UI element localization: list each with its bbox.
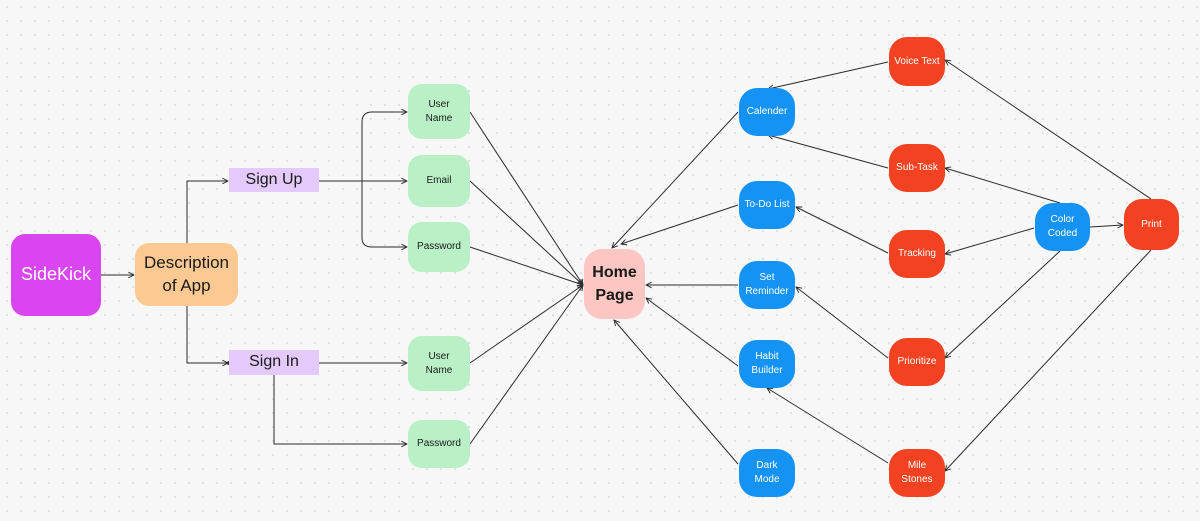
signup-label: Sign Up [245, 170, 303, 188]
edge-colorcoded-subtask [945, 168, 1061, 204]
signup-password-node[interactable]: Password [408, 222, 470, 272]
dark-mode-node[interactable]: Dark Mode [739, 449, 795, 497]
edge-si-username-home [469, 285, 583, 364]
todo-list-node[interactable]: To-Do List [739, 181, 795, 229]
calender-node[interactable]: Calender [739, 88, 795, 136]
edge-print-milestones [945, 249, 1152, 471]
edge-description-signin [186, 306, 228, 363]
edge-voice-calender [768, 61, 889, 89]
edge-signin-password [273, 375, 407, 444]
signup-username-node[interactable]: User Name [408, 84, 470, 139]
edge-milestones-habit [767, 388, 889, 464]
voice-text-label: Voice Text [894, 55, 940, 67]
edge-colorcoded-tracking [945, 227, 1035, 254]
edge-signup-username [361, 112, 407, 181]
edge-print-voice [945, 60, 1152, 200]
signup-password-label: Password [417, 241, 461, 252]
sub-task-label: Sub-Task [896, 162, 938, 173]
edge-password-home [469, 246, 583, 285]
color-coded-node[interactable]: Color Coded [1035, 203, 1090, 251]
color-coded-label: Color Coded [1047, 214, 1078, 239]
edge-username-home [469, 111, 583, 285]
home-page-label: Home Page [592, 263, 637, 304]
signin-node[interactable]: Sign In [229, 350, 319, 375]
prioritize-node[interactable]: Prioritize [889, 338, 945, 386]
sidekick-label: SideKick [20, 264, 92, 285]
edge-tracking-todo [796, 207, 889, 254]
signup-username-label: User Name [425, 98, 453, 124]
edge-calender-home [612, 111, 739, 248]
calender-label: Calender [746, 106, 788, 117]
sidekick-node[interactable]: SideKick [11, 234, 101, 316]
signin-username-node[interactable]: User Name [408, 336, 470, 391]
print-node[interactable]: Print [1124, 199, 1179, 250]
edge-email-home [469, 180, 583, 285]
mile-stones-label: Mile Stones [901, 460, 933, 485]
edge-si-password-home [469, 285, 583, 445]
signin-password-node[interactable]: Password [408, 420, 470, 468]
signup-node[interactable]: Sign Up [229, 168, 319, 192]
todo-list-label: To-Do List [744, 199, 790, 210]
set-reminder-node[interactable]: Set Reminder [739, 261, 795, 309]
signin-username-label: User Name [425, 350, 453, 376]
habit-builder-node[interactable]: Habit Builder [739, 340, 795, 388]
set-reminder-label: Set Reminder [745, 272, 789, 297]
edge-signup-password [361, 181, 407, 247]
signin-password-label: Password [417, 438, 461, 449]
description-node[interactable]: Description of App [135, 243, 238, 306]
signup-email-label: Email [426, 175, 452, 186]
edge-todo-home [621, 204, 739, 244]
edge-subtask-calender [768, 135, 889, 169]
tracking-node[interactable]: Tracking [889, 230, 945, 278]
signup-email-node[interactable]: Email [408, 155, 470, 207]
sub-task-node[interactable]: Sub-Task [889, 144, 945, 192]
edge-colorcoded-print [1089, 225, 1123, 227]
tracking-label: Tracking [898, 248, 936, 259]
edge-dark-home [614, 320, 739, 465]
edge-colorcoded-prioritize [945, 250, 1061, 358]
prioritize-label: Prioritize [897, 356, 937, 367]
dark-mode-label: Dark Mode [754, 460, 780, 485]
mile-stones-node[interactable]: Mile Stones [889, 449, 945, 497]
habit-builder-label: Habit Builder [751, 351, 783, 376]
voice-text-node[interactable]: Voice Text [889, 37, 945, 86]
edge-habit-home [646, 298, 739, 367]
edge-prioritize-reminder [796, 287, 889, 359]
edge-description-signup [186, 181, 228, 243]
description-label: Description of App [143, 252, 230, 295]
print-label: Print [1141, 218, 1162, 230]
signin-label: Sign In [249, 353, 299, 371]
home-page-node[interactable]: Home Page [584, 249, 645, 319]
